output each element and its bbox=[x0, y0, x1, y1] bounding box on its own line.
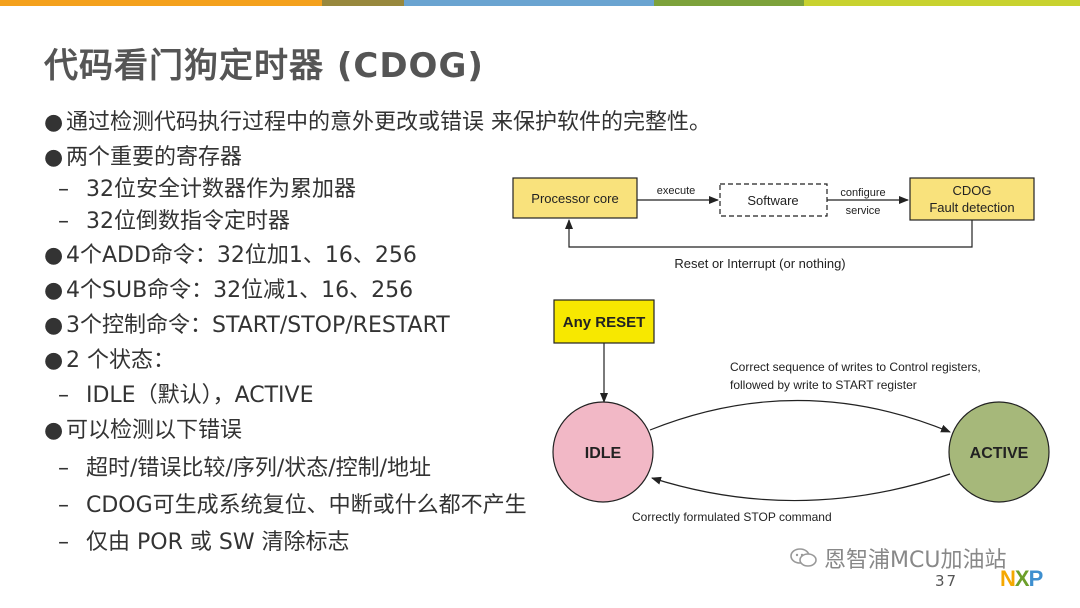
top-color-bar bbox=[0, 0, 1080, 6]
sub-bullet-item: –CDOG可生成系统复位、中断或什么都不产生 bbox=[58, 493, 527, 518]
state-diagram: Any RESET IDLE ACTIVE Correct sequence o… bbox=[552, 299, 1050, 524]
processor-core-label: Processor core bbox=[531, 191, 618, 206]
logo-letter-x: X bbox=[1014, 566, 1030, 591]
nxp-logo: NXP bbox=[1000, 566, 1044, 592]
sub-bullet-item: –32位安全计数器作为累加器 bbox=[58, 177, 356, 202]
idle-state bbox=[552, 401, 654, 503]
page-number: 37 bbox=[935, 572, 959, 590]
slide-title: 代码看门狗定时器 (CDOG) bbox=[44, 46, 484, 86]
fault-detection-label: Fault detection bbox=[929, 200, 1014, 215]
bullet-item: ●两个重要的寄存器 bbox=[44, 145, 243, 170]
logo-letter-p: P bbox=[1028, 566, 1044, 591]
wechat-icon bbox=[790, 547, 818, 569]
idle-to-active-arrow bbox=[649, 399, 951, 433]
software-box bbox=[719, 183, 828, 217]
execute-label: execute bbox=[657, 185, 696, 197]
feedback-arrow bbox=[565, 219, 973, 248]
bullet-item: ●可以检测以下错误 bbox=[44, 418, 243, 443]
bullet-item: ●4个SUB命令：32位减1、16、256 bbox=[44, 278, 414, 303]
sub-bullet-item: –32位倒数指令定时器 bbox=[58, 209, 290, 234]
topbar-segment-blue bbox=[404, 0, 654, 6]
watermark: 恩智浦MCU加油站 bbox=[790, 542, 1006, 574]
configure-label: configure bbox=[840, 187, 885, 199]
topbar-segment-olive bbox=[322, 0, 404, 6]
sub-bullet-item: –仅由 POR 或 SW 清除标志 bbox=[58, 530, 350, 555]
active-label: ACTIVE bbox=[970, 445, 1029, 462]
any-reset-box bbox=[553, 299, 655, 344]
sub-bullet-item: –IDLE（默认），ACTIVE bbox=[58, 383, 314, 408]
active-state bbox=[948, 401, 1050, 503]
bullet-item: ●3个控制命令：START/STOP/RESTART bbox=[44, 313, 450, 338]
software-label: Software bbox=[747, 193, 798, 208]
topbar-segment-lime bbox=[804, 0, 1080, 6]
service-label: service bbox=[846, 205, 881, 217]
idle-label: IDLE bbox=[585, 445, 622, 462]
processor-core-box bbox=[512, 177, 638, 219]
bullet-item: ●4个ADD命令：32位加1、16、256 bbox=[44, 243, 417, 268]
active-to-idle-arrow bbox=[651, 473, 951, 502]
bullet-item: ●2 个状态： bbox=[44, 348, 175, 373]
watermark-text: 恩智浦MCU加油站 bbox=[824, 548, 1007, 573]
cdog-label: CDOG bbox=[953, 183, 992, 198]
feedback-label: Reset or Interrupt (or nothing) bbox=[674, 256, 845, 271]
any-reset-label: Any RESET bbox=[563, 314, 646, 331]
cdog-fault-detection-box bbox=[909, 177, 1035, 221]
bullet-item: ●通过检测代码执行过程中的意外更改或错误 来保护软件的完整性。 bbox=[44, 110, 711, 135]
logo-letter-n: N bbox=[1000, 566, 1016, 591]
block-diagram: Processor core execute Software configur… bbox=[512, 177, 1035, 271]
sub-bullet-item: –超时/错误比较/序列/状态/控制/地址 bbox=[58, 456, 432, 481]
idle-to-active-label-2: followed by write to START register bbox=[730, 378, 917, 392]
topbar-segment-orange bbox=[0, 0, 322, 6]
topbar-segment-green bbox=[654, 0, 804, 6]
active-to-idle-label: Correctly formulated STOP command bbox=[632, 510, 832, 524]
idle-to-active-label-1: Correct sequence of writes to Control re… bbox=[730, 360, 981, 374]
